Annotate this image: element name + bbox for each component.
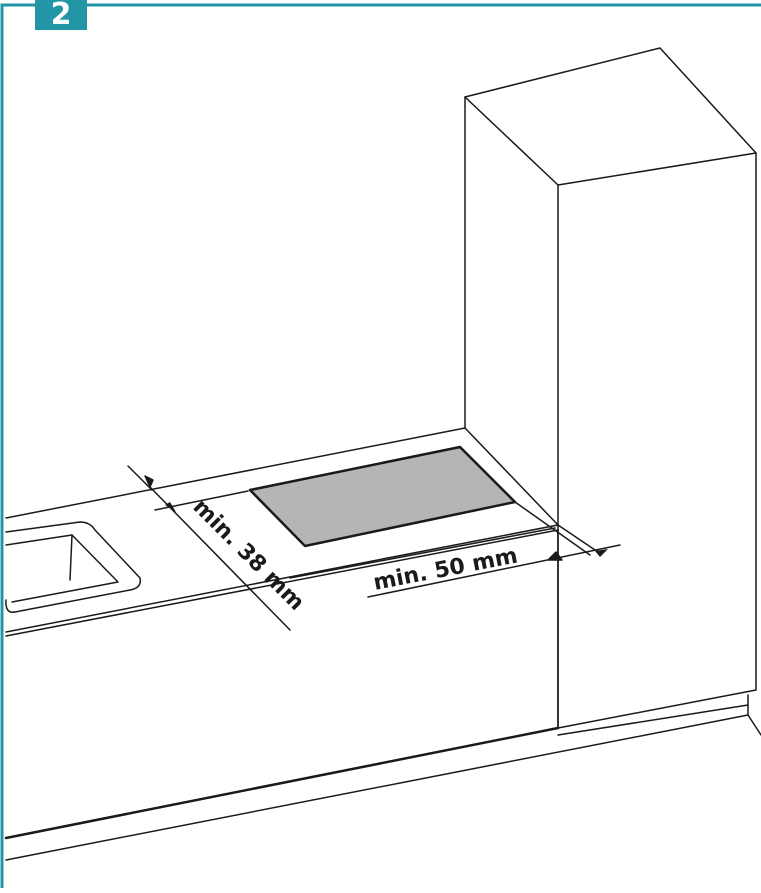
tall-cabinet <box>464 47 757 729</box>
plinth-line <box>4 726 560 840</box>
worktop-front-edge <box>5 524 559 633</box>
side-dimension-extension <box>127 465 153 491</box>
side-dimension-arrow <box>144 475 154 488</box>
rear-dimension-arrow <box>547 551 563 561</box>
cabinet-front-edge <box>557 152 757 186</box>
cabinet-plinth-line <box>557 704 749 736</box>
sink-outline <box>5 521 142 613</box>
sink-inner <box>5 534 119 603</box>
worktop-right-edge <box>464 427 559 526</box>
rear-dimension-guide <box>289 527 556 579</box>
side-dimension-line <box>149 486 291 631</box>
floor-line <box>5 714 749 861</box>
worktop-lower-edge <box>5 529 559 637</box>
step-number-badge: 2 <box>35 0 87 30</box>
frame-border <box>0 3 761 888</box>
worktop-back-edge <box>5 427 466 519</box>
rear-dimension-line <box>367 544 621 598</box>
